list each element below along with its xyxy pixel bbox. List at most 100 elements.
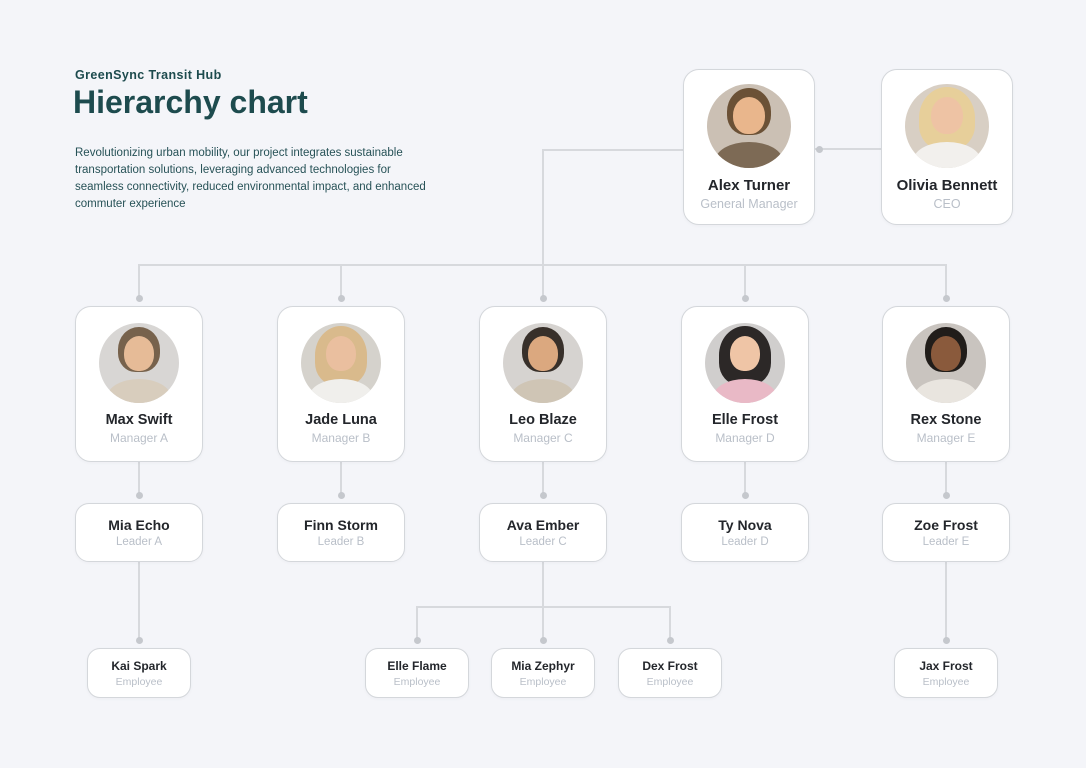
connector-dot — [540, 637, 547, 644]
connector-gm-elbow — [543, 149, 683, 151]
avatar — [99, 323, 179, 403]
avatar — [707, 83, 791, 168]
node-elle-flame[interactable]: Elle Flame Employee — [365, 648, 469, 698]
node-rex-stone[interactable]: Rex Stone Manager E — [882, 306, 1010, 462]
connector-dot — [943, 295, 950, 302]
avatar-face — [123, 335, 155, 371]
person-role: CEO — [933, 196, 961, 211]
person-name: Elle Frost — [711, 412, 779, 428]
avatar — [301, 323, 381, 403]
connector-dot — [943, 492, 950, 499]
connector-stub-manager-e — [945, 264, 947, 299]
person-name: Ava Ember — [506, 517, 580, 533]
avatar-body — [107, 379, 171, 403]
avatar-face — [931, 96, 963, 134]
avatar-body — [715, 142, 783, 168]
node-mia-zephyr[interactable]: Mia Zephyr Employee — [491, 648, 595, 698]
connector-stub-employee-1 — [416, 606, 418, 640]
node-olivia-bennett[interactable]: Olivia Bennett CEO — [881, 69, 1013, 225]
avatar-body — [914, 379, 978, 403]
node-jax-frost[interactable]: Jax Frost Employee — [894, 648, 998, 698]
person-role: Manager D — [715, 431, 775, 445]
node-leo-blaze[interactable]: Leo Blaze Manager C — [479, 306, 607, 462]
description-text: Revolutionizing urban mobility, our proj… — [75, 147, 426, 210]
person-name: Rex Stone — [910, 412, 982, 428]
person-role: Leader A — [115, 536, 163, 548]
person-name: Dex Frost — [642, 658, 698, 673]
avatar — [503, 323, 583, 403]
node-max-swift[interactable]: Max Swift Manager A — [75, 306, 203, 462]
person-role: Leader E — [922, 536, 970, 548]
person-role: Manager C — [513, 431, 573, 445]
person-name: Mia Echo — [108, 517, 170, 533]
connector-dot — [338, 295, 345, 302]
connector-dot — [414, 637, 421, 644]
connector-dot — [136, 637, 143, 644]
connector-stub-manager-b — [340, 264, 342, 299]
person-role: Employee — [115, 675, 163, 688]
person-role: Manager B — [311, 431, 371, 445]
connector-dot — [742, 492, 749, 499]
person-name: Jade Luna — [305, 412, 377, 428]
node-mia-echo[interactable]: Mia Echo Leader A — [75, 503, 203, 562]
connector-trunk — [542, 149, 544, 299]
person-name: Finn Storm — [304, 517, 378, 533]
node-ava-ember[interactable]: Ava Ember Leader C — [479, 503, 607, 562]
person-name: Olivia Bennett — [896, 176, 998, 194]
node-dex-frost[interactable]: Dex Frost Employee — [618, 648, 722, 698]
connector-manager-to-leader-b — [340, 461, 342, 496]
connector-leader-e-to-employee — [945, 562, 947, 640]
connector-dot — [338, 492, 345, 499]
person-role: Employee — [922, 675, 970, 688]
person-name: Mia Zephyr — [511, 658, 575, 673]
person-role: Leader B — [317, 536, 365, 548]
person-role: Manager E — [916, 431, 976, 445]
avatar-body — [309, 379, 373, 403]
person-role: Employee — [519, 675, 567, 688]
person-name: Zoe Frost — [914, 517, 978, 533]
person-role: Leader C — [519, 536, 567, 548]
person-name: Max Swift — [105, 412, 173, 428]
node-elle-frost[interactable]: Elle Frost Manager D — [681, 306, 809, 462]
node-jade-luna[interactable]: Jade Luna Manager B — [277, 306, 405, 462]
avatar-body — [713, 379, 777, 403]
connector-manager-to-leader-e — [945, 461, 947, 496]
node-kai-spark[interactable]: Kai Spark Employee — [87, 648, 191, 698]
connector-stub-employee-3 — [669, 606, 671, 640]
connector-manager-to-leader-c — [542, 461, 544, 496]
node-alex-turner[interactable]: Alex Turner General Manager — [683, 69, 815, 225]
person-role: Employee — [646, 675, 694, 688]
person-role: Manager A — [109, 431, 169, 445]
node-ty-nova[interactable]: Ty Nova Leader D — [681, 503, 809, 562]
brand-label: GreenSync Transit Hub — [75, 68, 222, 82]
person-role: Employee — [393, 675, 441, 688]
connector-dot — [943, 637, 950, 644]
person-name: Ty Nova — [718, 517, 772, 533]
connector-stub-employee-2 — [542, 606, 544, 640]
page-title: Hierarchy chart — [73, 84, 308, 120]
avatar-face — [729, 335, 761, 371]
person-role: General Manager — [700, 196, 798, 211]
connector-dot — [667, 637, 674, 644]
connector-dot — [540, 295, 547, 302]
connector-dot — [136, 295, 143, 302]
connector-ceo-to-gm — [815, 148, 881, 150]
connector-stub-manager-d — [744, 264, 746, 299]
person-name: Jax Frost — [919, 658, 973, 673]
connector-dot — [540, 492, 547, 499]
node-finn-storm[interactable]: Finn Storm Leader B — [277, 503, 405, 562]
person-name: Leo Blaze — [509, 412, 577, 428]
avatar-face — [527, 335, 559, 371]
avatar-face — [930, 335, 962, 371]
connector-dot — [742, 295, 749, 302]
avatar — [905, 83, 989, 168]
avatar-face — [325, 335, 357, 371]
avatar — [705, 323, 785, 403]
person-name: Kai Spark — [111, 658, 167, 673]
node-zoe-frost[interactable]: Zoe Frost Leader E — [882, 503, 1010, 562]
avatar-body — [913, 142, 981, 168]
avatar-face — [733, 96, 765, 134]
connector-stub-manager-a — [138, 264, 140, 299]
connector-dot — [136, 492, 143, 499]
